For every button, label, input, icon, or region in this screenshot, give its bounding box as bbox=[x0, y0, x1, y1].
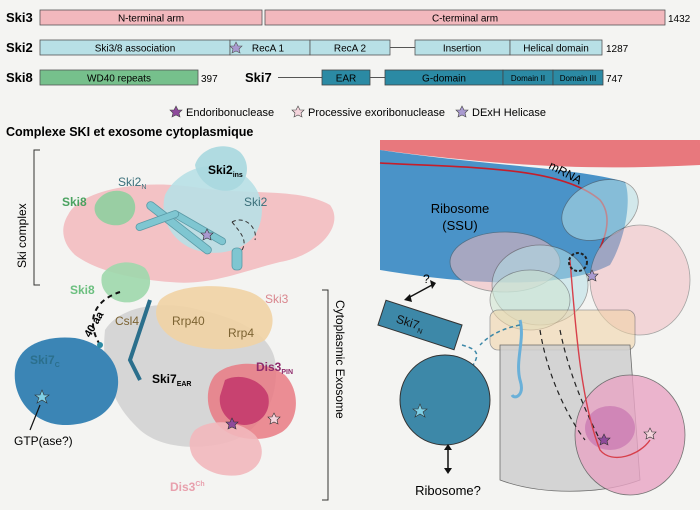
ribosome-label: Ribosome bbox=[431, 201, 490, 216]
ski8-bottom-label: Ski8 bbox=[70, 283, 95, 297]
dis3-endo-star-icon bbox=[225, 417, 239, 430]
dis3-ch-surface bbox=[189, 422, 262, 476]
csl4-label: Csl4 bbox=[115, 314, 139, 328]
ski7-gdomain-label: G-domain bbox=[422, 74, 466, 85]
ski7c-surface bbox=[14, 337, 119, 425]
legend-endoribonuclease: Endoribonuclease bbox=[186, 107, 274, 119]
legend-exoribonuclease: Processive exoribonuclease bbox=[308, 107, 445, 119]
ski3-c-terminal-arm-bar bbox=[264, 9, 666, 26]
section-title: Complexe SKI et exosome cytoplasmique bbox=[6, 125, 253, 139]
rrp40-label: Rrp40 bbox=[172, 314, 205, 328]
ski7n-label: Ski7N bbox=[394, 312, 426, 336]
ribosome-ssu-shape bbox=[380, 150, 628, 283]
ski7-gtpase-star-schematic bbox=[412, 403, 428, 418]
ski2-insertion-surface bbox=[195, 146, 247, 191]
gtpase-star-icon bbox=[34, 389, 50, 404]
ski3-n-terminal-arm-label: N-terminal arm bbox=[118, 14, 184, 25]
ski8-wd40-bar bbox=[39, 69, 199, 86]
ski2-length: 1287 bbox=[606, 44, 629, 55]
ski2-structure-label: Ski2 bbox=[244, 195, 268, 209]
ski2-helical-bar bbox=[509, 39, 603, 56]
legend-dexh-helicase: DExH Helicase bbox=[472, 107, 546, 119]
ski7-ear-label: EAR bbox=[336, 74, 357, 85]
dis3pin-label: Dis3PIN bbox=[256, 360, 293, 376]
dis3-exo-star-icon bbox=[267, 412, 281, 425]
ski8-row-label: Ski8 bbox=[6, 70, 33, 85]
exoribonuclease-star-icon bbox=[291, 105, 305, 118]
ski7-domain-iii-bar bbox=[552, 69, 604, 86]
ski7ear-label: Ski7EAR bbox=[152, 372, 191, 388]
ski7n-box bbox=[377, 299, 463, 351]
dis3-exo-star-schematic bbox=[643, 427, 657, 440]
ski3-c-terminal-arm-label: C-terminal arm bbox=[432, 14, 498, 25]
ski8-surface-bottom bbox=[101, 262, 151, 303]
right-schematic-panel: Ski7N ? Ribosome? Ribosome (SSU) mRNA bbox=[377, 140, 700, 498]
ski2-helical-label: Helical domain bbox=[523, 44, 589, 55]
gtpase-label: GTP(ase?) bbox=[14, 434, 73, 448]
helicase-star-icon bbox=[455, 105, 469, 118]
ski8-length: 397 bbox=[201, 74, 218, 85]
ribosome-lsu-shape bbox=[380, 140, 700, 168]
ski3-n-terminal-arm-bar bbox=[39, 9, 263, 26]
left-structure-panel: Ski complex bbox=[14, 146, 347, 501]
ski2-insertion-label: Insertion bbox=[443, 44, 481, 55]
ski7-domain-iii-label: Domain III bbox=[560, 74, 596, 83]
ski7-length: 747 bbox=[606, 74, 623, 85]
rrp4-label: Rrp4 bbox=[228, 326, 254, 340]
40aa-label: 40 aa bbox=[82, 309, 107, 340]
dexh-star-icon bbox=[229, 41, 243, 54]
ssu-label: (SSU) bbox=[442, 218, 477, 233]
ski2-reca2-label: RecA 2 bbox=[334, 44, 367, 55]
ski7-gdomain-circle bbox=[399, 354, 491, 446]
ski3-structure-label: Ski3 bbox=[265, 292, 289, 306]
ski2-helicase-star-icon bbox=[200, 228, 214, 241]
ski7-domain-ii-label: Domain II bbox=[511, 74, 545, 83]
ribosome-question-label: Ribosome? bbox=[415, 483, 481, 498]
ski7-row-label: Ski7 bbox=[245, 70, 272, 85]
ski8-wd40-label: WD40 repeats bbox=[87, 74, 151, 85]
ski2-reca1-label: RecA 1 bbox=[252, 44, 285, 55]
endoribonuclease-star-icon bbox=[169, 105, 183, 118]
ski7-ear-helix bbox=[127, 299, 152, 381]
rrp40-rrp4-surface bbox=[156, 286, 273, 350]
ski8-top-label: Ski8 bbox=[62, 195, 87, 209]
dis3-endo-star-schematic bbox=[597, 433, 611, 446]
ski2n-label: Ski2N bbox=[118, 175, 146, 191]
cytoplasmic-exosome-label: Cytoplasmic Exosome bbox=[333, 300, 347, 419]
ski2-row-label: Ski2 bbox=[6, 40, 33, 55]
dis3-domain-surface bbox=[219, 376, 269, 425]
ski7c-label: Ski7C bbox=[30, 353, 60, 369]
ski2ins-label: Ski2ins bbox=[208, 163, 243, 179]
dis3ch-label: Dis3Ch bbox=[170, 480, 205, 494]
question-mark-label: ? bbox=[423, 272, 430, 286]
ski2-helicase-star-icon-schematic bbox=[585, 269, 599, 282]
ski3-row-label: Ski3 bbox=[6, 10, 33, 25]
ski8-surface-top bbox=[94, 190, 136, 226]
ski-complex-label: Ski complex bbox=[15, 203, 29, 268]
ski3-length: 1432 bbox=[668, 14, 691, 25]
ski2-association-label: Ski3/8 association bbox=[95, 44, 176, 55]
